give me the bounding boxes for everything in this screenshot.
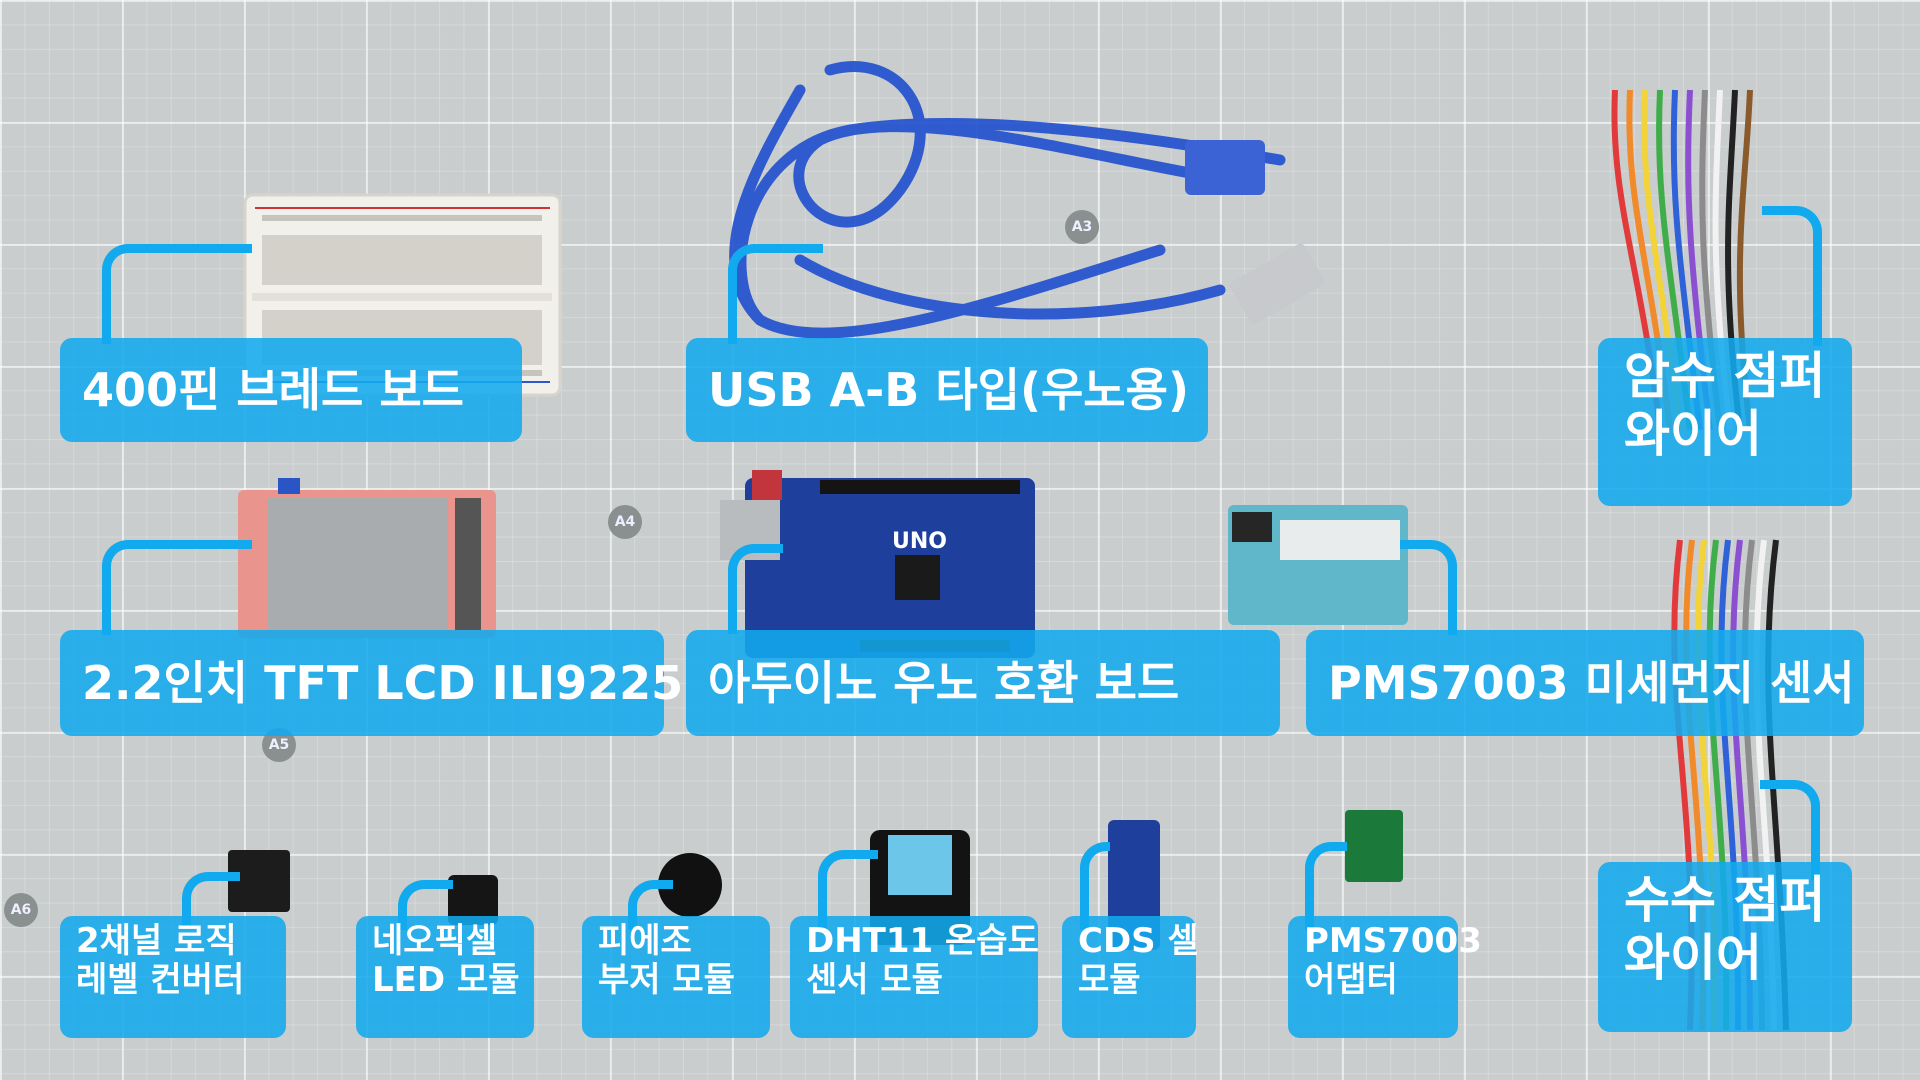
leader-male-male-jumper [1760, 780, 1820, 880]
label-pms7003: PMS7003 미세먼지 센서 [1306, 630, 1864, 736]
label-pms7003-adapter: PMS7003 어댑터 [1288, 916, 1482, 1038]
label-neopixel-line1: 네오픽셀 [372, 921, 498, 961]
leader-pms7003 [1400, 540, 1457, 635]
leader-logic-converter [182, 872, 240, 927]
leader-cds [1080, 842, 1110, 930]
leader-piezo [628, 880, 673, 930]
logic-converter-image [228, 850, 290, 912]
sheet-marker-a4: A4 [608, 505, 642, 539]
leader-male-female-jumper [1762, 206, 1822, 346]
leader-arduino [728, 544, 783, 634]
sheet-marker-a6: A6 [4, 893, 38, 927]
pms7003-adapter-image [1345, 810, 1403, 882]
label-dht11-line2: 센서 모듈 [806, 960, 943, 1001]
leader-breadboard [102, 244, 252, 344]
sheet-marker-a5: A5 [262, 728, 296, 762]
label-male-male-jumper-line1: 수수 점퍼 [1624, 871, 1826, 929]
sheet-marker-a3: A3 [1065, 210, 1099, 244]
uno-silkscreen: UNO [892, 529, 947, 554]
dht11-sensor-image [888, 835, 952, 895]
piezo-image [658, 853, 722, 917]
pms7003-sensor-image [1228, 505, 1408, 625]
label-cds-line1: CDS 셀 [1078, 921, 1199, 961]
leader-pms7003-adapter [1305, 842, 1347, 930]
label-piezo-line1: 피에조 [598, 921, 692, 961]
label-arduino-uno-text: 아두이노 우노 호환 보드 [708, 655, 1180, 710]
label-pms7003-adapter-line2: 어댑터 [1304, 960, 1398, 1001]
label-breadboard: 400핀 브레드 보드 [60, 338, 522, 442]
usb-b-connector [1185, 140, 1265, 195]
label-arduino-uno: 아두이노 우노 호환 보드 [686, 630, 1280, 736]
label-cds-line2: 모듈 [1078, 960, 1141, 1001]
leader-tft-lcd [102, 540, 252, 635]
label-male-female-jumper: 암수 점퍼 와이어 [1598, 338, 1852, 506]
label-dht11-line1: DHT11 온습도 [806, 921, 1039, 961]
leader-neopixel [398, 880, 453, 930]
neopixel-image [448, 875, 498, 925]
label-piezo: 피에조 부저 모듈 [582, 916, 770, 1038]
label-cds: CDS 셀 모듈 [1062, 916, 1199, 1038]
label-usb-cable-text: USB A-B 타입(우노용) [708, 362, 1189, 417]
label-male-female-jumper-line2: 와이어 [1624, 404, 1762, 463]
usb-a-connector [1230, 243, 1325, 324]
label-pms7003-text: PMS7003 미세먼지 센서 [1328, 655, 1855, 710]
label-male-male-jumper: 수수 점퍼 와이어 [1598, 862, 1852, 1032]
label-piezo-line2: 부저 모듈 [598, 960, 735, 1001]
label-breadboard-text: 400핀 브레드 보드 [82, 362, 464, 417]
label-logic-converter: 2채널 로직 레벨 컨버터 [60, 916, 286, 1038]
label-neopixel: 네오픽셀 LED 모듈 [356, 916, 534, 1038]
label-usb-cable: USB A-B 타입(우노용) [686, 338, 1208, 442]
leader-usb [728, 244, 823, 344]
label-neopixel-line2: LED 모듈 [372, 960, 520, 1001]
label-pms7003-adapter-line1: PMS7003 [1304, 921, 1482, 961]
label-tft-lcd-text: 2.2인치 TFT LCD ILI9225 [82, 655, 684, 710]
label-male-male-jumper-line2: 와이어 [1624, 928, 1762, 987]
leader-dht11 [818, 850, 878, 930]
tft-lcd-image [238, 478, 496, 638]
label-dht11: DHT11 온습도 센서 모듈 [790, 916, 1039, 1038]
label-logic-converter-line2: 레벨 컨버터 [76, 960, 245, 1001]
label-male-female-jumper-line1: 암수 점퍼 [1624, 347, 1826, 405]
label-tft-lcd: 2.2인치 TFT LCD ILI9225 [60, 630, 683, 736]
label-logic-converter-line1: 2채널 로직 [76, 921, 237, 961]
